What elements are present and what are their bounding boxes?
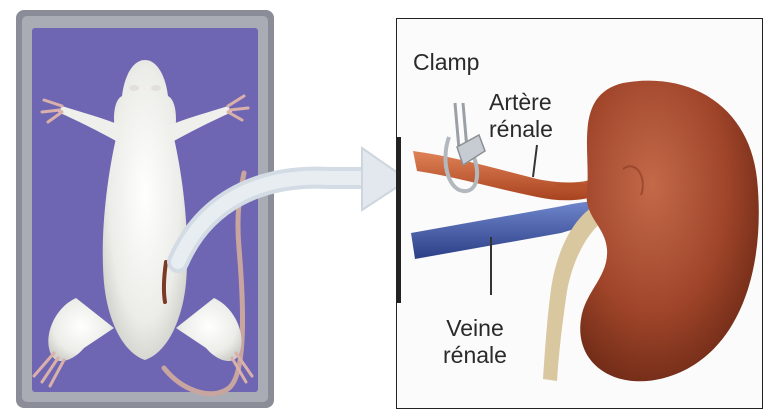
artery-leader-line bbox=[533, 145, 537, 177]
renal-artery bbox=[413, 151, 609, 200]
renal-artery-label-line2: rénale bbox=[489, 116, 553, 143]
kidney bbox=[580, 81, 759, 382]
clamp-label: Clamp bbox=[413, 49, 479, 76]
renal-vein-label-line1: Veine bbox=[443, 315, 507, 342]
renal-artery-label-line1: Artère bbox=[489, 89, 553, 116]
dissection-tray-illustration bbox=[14, 8, 276, 410]
incision bbox=[164, 262, 166, 302]
renal-artery-label: Artère rénale bbox=[489, 89, 553, 143]
renal-vein-label-line2: rénale bbox=[443, 342, 507, 369]
renal-vein-label: Veine rénale bbox=[443, 315, 507, 369]
kidney-diagram-panel: Clamp Artère rénale Veine rénale bbox=[396, 18, 763, 409]
